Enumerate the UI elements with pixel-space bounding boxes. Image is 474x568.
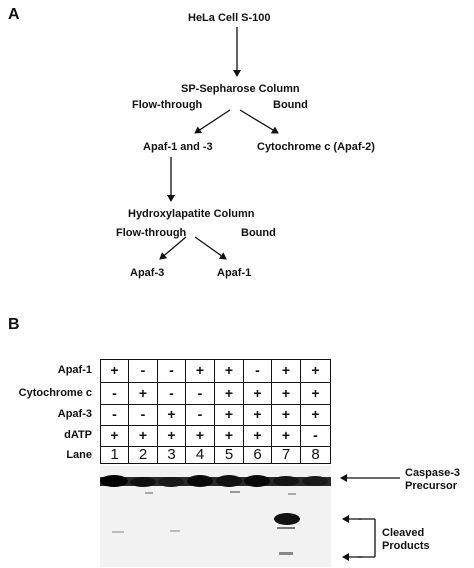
cell-row2-lane4: -: [197, 385, 203, 401]
lane-number-4: 4: [195, 446, 205, 463]
cell-row4-lane6: +: [253, 427, 262, 443]
cell-row2-lane3: -: [169, 385, 174, 401]
row-label-apaf-1: Apaf-1: [57, 364, 92, 376]
precursor-line-1: Caspase-3: [405, 467, 461, 479]
cell-row3-lane4: -: [197, 406, 203, 422]
row-label-cytochrome-c: Cytochrome c: [18, 387, 92, 399]
cell-row3-lane2: -: [140, 406, 146, 422]
lane-number-1: 1: [110, 446, 119, 463]
label-cleaved-products: Cleaved Products: [382, 527, 430, 553]
lane-number-3: 3: [167, 446, 176, 463]
cell-row4-lane7: +: [281, 427, 291, 443]
arrow-hydroxyl-to-apaf3: [159, 236, 187, 260]
cell-row4-lane3: +: [167, 427, 176, 443]
cell-row2-lane5: +: [224, 385, 234, 401]
node-sp-sepharose: SP-Sepharose Column: [181, 83, 300, 95]
cell-row4-lane4: +: [195, 427, 205, 443]
cell-row2-lane1: -: [112, 385, 117, 401]
node-hydroxylapatite: Hydroxylapatite Column: [128, 208, 255, 220]
cell-row4-lane5: +: [224, 427, 234, 443]
lane-number-7: 7: [281, 446, 291, 463]
western-blot-image: [100, 466, 331, 567]
cell-row1-lane7: +: [281, 362, 291, 378]
arrow-column-to-cytc: [239, 109, 279, 134]
node-apaf-3: Apaf-3: [130, 267, 165, 279]
cell-row3-lane3: +: [167, 406, 176, 422]
cell-row4-lane1: +: [110, 427, 119, 443]
arrow-hydroxyl-to-apaf1: [194, 236, 227, 260]
cleaved-line-1: Cleaved: [382, 527, 425, 539]
panel-b-label: B: [8, 316, 20, 333]
node-apaf-1-and-3: Apaf-1 and -3: [143, 141, 213, 153]
cell-row3-lane6: +: [253, 406, 262, 422]
precursor-line-2: Precursor: [405, 480, 457, 492]
node-hela-s100: HeLa Cell S-100: [188, 12, 271, 24]
label-bound-1: Bound: [273, 99, 308, 111]
condition-table-grid: [100, 359, 331, 464]
panel-a-label: A: [8, 6, 20, 23]
lane-number-2: 2: [138, 446, 148, 463]
label-flow-through-1: Flow-through: [132, 99, 203, 111]
cell-row1-lane8: +: [311, 362, 320, 378]
cell-row3-lane7: +: [281, 406, 291, 422]
cell-row1-lane4: +: [195, 362, 205, 378]
cell-row2-lane2: +: [138, 385, 148, 401]
cell-row1-lane3: -: [169, 362, 174, 378]
cell-row3-lane8: +: [311, 406, 320, 422]
row-label-apaf-3: Apaf-3: [57, 408, 92, 420]
lane-number-5: 5: [224, 446, 234, 463]
cell-row1-lane2: -: [140, 362, 146, 378]
lane-number-6: 6: [253, 446, 262, 463]
lane-number-8: 8: [311, 446, 320, 463]
row-label-lane: Lane: [66, 449, 92, 461]
label-caspase-3-precursor: Caspase-3 Precursor: [405, 467, 460, 493]
bracket-cleaved-products: [358, 518, 376, 558]
label-flow-through-2: Flow-through: [116, 227, 187, 239]
row-label-datp: dATP: [64, 429, 92, 441]
node-cytochrome-c: Cytochrome c (Apaf-2): [257, 141, 375, 153]
cell-row1-lane5: +: [224, 362, 234, 378]
cleaved-line-2: Products: [382, 540, 430, 552]
label-bound-2: Bound: [241, 227, 276, 239]
cell-row2-lane7: +: [281, 385, 291, 401]
cell-row2-lane6: +: [253, 385, 262, 401]
cell-row1-lane1: +: [110, 362, 119, 378]
node-apaf-1: Apaf-1: [217, 267, 252, 279]
cell-row1-lane6: -: [255, 362, 260, 378]
cell-row2-lane8: +: [311, 385, 320, 401]
cell-row3-lane1: -: [112, 406, 117, 422]
arrow-column-to-apaf13: [194, 109, 231, 134]
cell-row4-lane8: -: [313, 427, 318, 443]
cell-row3-lane5: +: [224, 406, 234, 422]
cell-row4-lane2: +: [138, 427, 148, 443]
